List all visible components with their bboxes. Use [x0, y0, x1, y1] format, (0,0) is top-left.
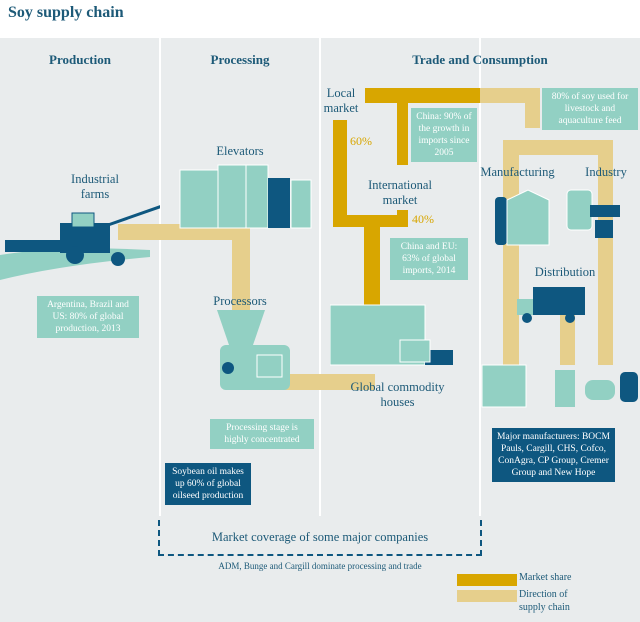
combine-harvester-icon: [0, 205, 160, 280]
manufacturing-icon: [495, 189, 550, 246]
column-divider: [479, 38, 481, 516]
market-coverage-title: Market coverage of some major companies: [211, 530, 429, 544]
retail-and-livestock-icon: [481, 364, 638, 408]
elevators-icon: [179, 164, 312, 229]
supply-path: [280, 374, 375, 390]
legend-swatch-market-share: [457, 574, 517, 586]
node-local-market: Local market: [323, 86, 359, 115]
market-share-path: [397, 95, 408, 165]
page-title: Soy supply chain: [8, 4, 124, 21]
column-header-processing: Processing: [210, 52, 270, 67]
percent-local: 60%: [350, 134, 372, 148]
legend-swatch-direction: [457, 590, 517, 602]
column-header-production: Production: [49, 52, 111, 67]
industry-icon: [566, 189, 620, 238]
market-share-path: [365, 88, 480, 103]
supply-path: [232, 224, 250, 314]
node-manufacturing: Manufacturing: [480, 165, 555, 179]
market-coverage-note: ADM, Bunge and Cargill dominate processi…: [218, 561, 422, 571]
node-elevators: Elevators: [216, 144, 264, 158]
market-share-path: [364, 220, 380, 305]
legend-label-direction: Direction of supply chain: [519, 589, 570, 613]
node-industrial-farms: Industrial farms: [71, 172, 119, 201]
node-distribution: Distribution: [534, 265, 596, 279]
node-industry: Industry: [585, 165, 627, 179]
node-processors: Processors: [213, 294, 267, 308]
node-international-market: International market: [368, 178, 432, 207]
callout-processing: Processing stage is highly concentrated: [210, 419, 314, 449]
column-divider: [159, 38, 161, 516]
callout-china-eu: China and EU: 63% of global imports, 201…: [390, 238, 468, 280]
callout-manufacturers: Major manufacturers: BOCM Pauls, Cargill…: [492, 428, 615, 482]
column-divider: [319, 38, 321, 516]
market-share-path: [397, 210, 408, 225]
node-global-commodity-houses: Global commodity houses: [350, 380, 445, 409]
market-coverage-bracket: [158, 520, 482, 556]
callout-china-growth: China: 90% of the growth in imports sinc…: [411, 108, 477, 162]
column-header-trade: Trade and Consumption: [412, 52, 548, 67]
callout-production: Argentina, Brazil and US: 80% of global …: [37, 296, 139, 338]
commodity-warehouse-icon: [330, 304, 453, 366]
callout-feed: 80% of soy used for livestock and aquacu…: [542, 88, 638, 130]
callout-soybean-oil: Soybean oil makes up 60% of global oilse…: [165, 463, 251, 505]
supply-path: [598, 140, 613, 365]
percent-international: 40%: [412, 212, 434, 226]
supply-path: [525, 88, 540, 128]
delivery-truck-icon: [517, 287, 585, 323]
supply-path: [503, 140, 613, 155]
processor-machine-icon: [217, 310, 290, 390]
legend-label-market-share: Market share: [519, 572, 572, 583]
market-share-path: [333, 120, 347, 225]
